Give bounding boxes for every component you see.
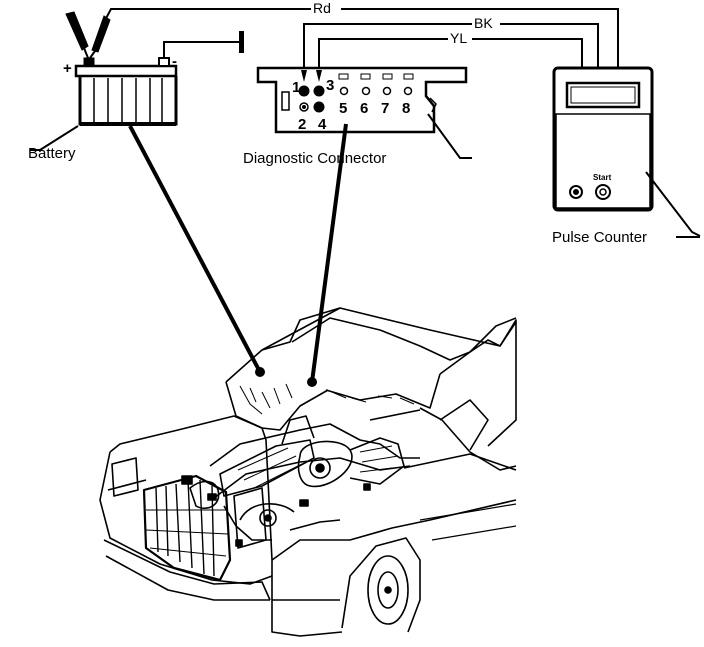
wire-label-rd: Rd	[313, 0, 331, 16]
battery-minus-sign: -	[172, 53, 177, 70]
pin-label-4: 4	[318, 116, 327, 133]
black-lead	[303, 23, 599, 68]
connector-location-line	[310, 123, 348, 383]
battery-location-line	[128, 125, 262, 373]
probe-arrow-pin1	[301, 70, 307, 82]
pin-label-3: 3	[326, 77, 334, 94]
battery-label: Battery	[28, 145, 76, 162]
start-label: Start	[593, 173, 612, 182]
battery	[65, 11, 178, 126]
pin-4	[313, 101, 325, 113]
probe-arrow-pin3	[316, 70, 322, 82]
pin-label-8: 8	[402, 100, 410, 117]
test-leads	[102, 8, 619, 68]
counter-leader	[645, 171, 701, 238]
pin-1	[298, 85, 310, 97]
ground-terminal	[239, 31, 244, 53]
red-lead	[102, 8, 619, 68]
pin-label-5: 5	[339, 100, 347, 117]
pin-label-7: 7	[381, 100, 389, 117]
ground-lead	[163, 41, 241, 62]
pin-label-6: 6	[360, 100, 368, 117]
wire-label-bk: BK	[474, 15, 493, 31]
pin-3	[313, 85, 325, 97]
connector-label: Diagnostic Connector	[243, 150, 386, 167]
pin-label-1: 1	[292, 79, 300, 96]
counter-label: Pulse Counter	[552, 229, 647, 246]
pulse-counter	[552, 66, 654, 212]
connector-pins	[298, 73, 414, 113]
battery-plus-sign: +	[63, 60, 72, 77]
wire-label-yl: YL	[450, 30, 467, 46]
connector-leader	[427, 113, 472, 159]
diagnostic-connector	[256, 66, 468, 134]
battery-leader	[30, 125, 79, 151]
car-illustration	[99, 307, 517, 637]
connector-location-dot	[307, 377, 317, 387]
pin-2-dot	[302, 105, 306, 109]
pin-label-2: 2	[298, 116, 306, 133]
battery-location-dot	[255, 367, 265, 377]
